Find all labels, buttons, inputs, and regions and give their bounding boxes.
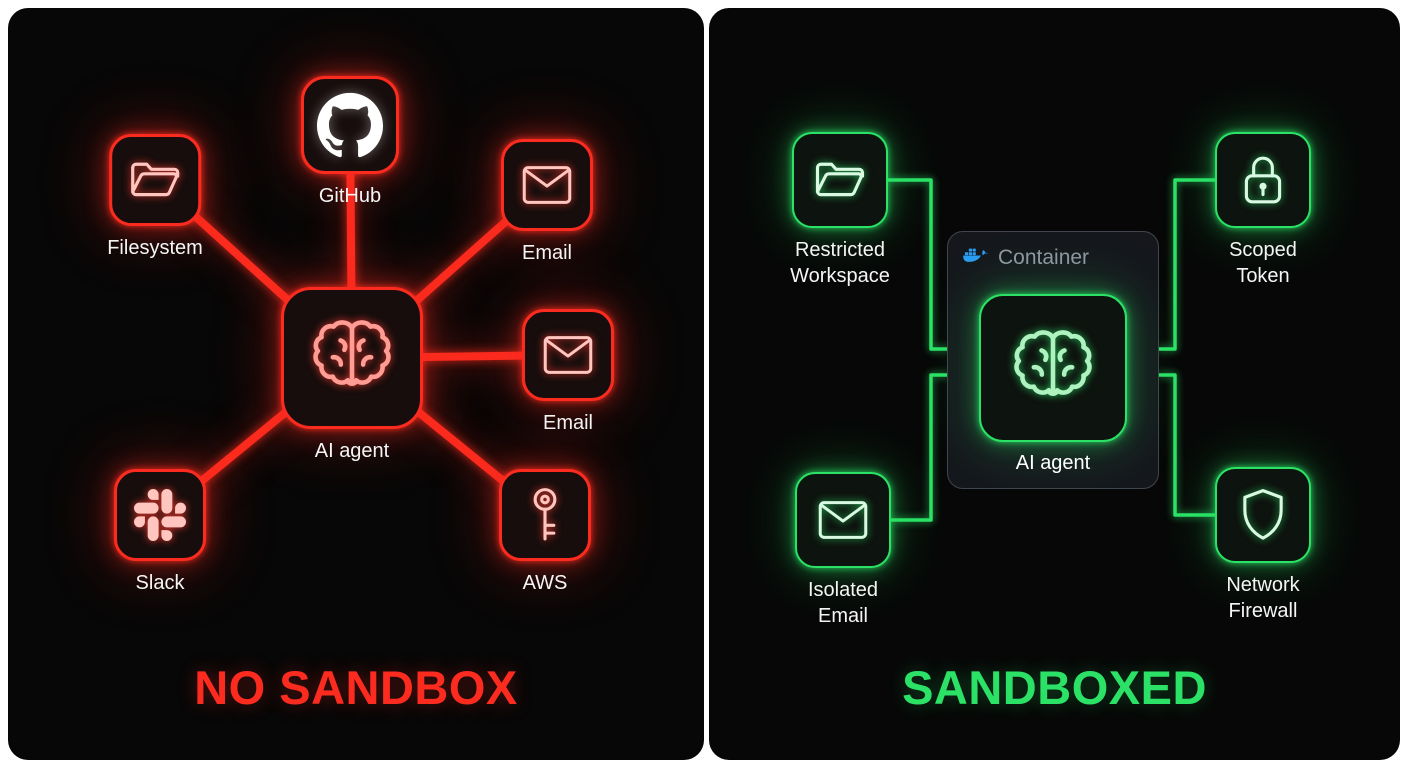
restricted-workspace-node: Restricted Workspace [779,132,901,289]
no-sandbox-title: NO SANDBOX [194,661,518,714]
container-box: Container AI agent [947,231,1159,489]
isolated-email-label: Isolated Email [807,579,879,627]
docker-icon [962,245,990,270]
email-top-node-box [501,139,593,231]
ai-agent-label: AI agent [314,440,390,462]
ai-agent-node-box [281,287,423,429]
network-firewall-node-box [1215,467,1311,563]
github-label: GitHub [318,185,382,207]
filesystem-node: Filesystem [107,134,203,262]
container-header: Container [948,232,1158,270]
slack-node-box [114,469,206,561]
sandboxed-ai-agent-box [979,294,1127,442]
isolated-email-node-box [795,472,891,568]
github-icon [317,92,383,158]
brain-icon [1004,319,1102,417]
envelope-icon [521,164,573,206]
scoped-token-label: Scoped Token [1229,239,1297,287]
ai-agent-label: AI agent [1015,452,1091,474]
network-firewall-label: Network Firewall [1226,574,1300,622]
shield-icon [1239,487,1287,543]
email-top-node: Email [501,139,593,267]
slack-label: Slack [135,572,185,594]
aws-node: AWS [499,469,591,597]
filesystem-label: Filesystem [107,237,203,259]
email-right-label: Email [542,412,593,434]
restricted-workspace-label: Restricted Workspace [790,239,890,287]
network-firewall-node: Network Firewall [1202,467,1324,624]
filesystem-node-box [108,134,201,226]
slack-node: Slack [114,469,206,597]
aws-node-box [499,469,591,561]
aws-label: AWS [522,572,568,594]
slack-icon [134,489,186,541]
scoped-token-node-box [1215,132,1311,228]
email-top-label: Email [521,242,572,264]
no-sandbox-panel: Filesystem GitHub Email Email Slack AWS [8,8,704,760]
folder-icon [813,156,867,204]
brain-icon [303,309,401,407]
scoped-token-node: Scoped Token [1202,132,1324,289]
github-node-box [301,76,399,174]
envelope-icon [542,334,594,376]
email-right-node: Email [522,309,614,437]
sandboxed-panel: Restricted Workspace Scoped Token Isolat… [709,8,1400,760]
container-label: Container [998,245,1090,269]
sandboxed-title: SANDBOXED [902,661,1207,714]
lock-icon [1240,152,1286,208]
github-node: GitHub [301,76,399,210]
restricted-workspace-node-box [792,132,888,228]
folder-icon [128,156,182,204]
envelope-icon [817,499,869,541]
key-icon [526,486,564,544]
ai-agent-node: AI agent [281,287,423,465]
isolated-email-node: Isolated Email [782,472,904,629]
email-right-node-box [522,309,614,401]
